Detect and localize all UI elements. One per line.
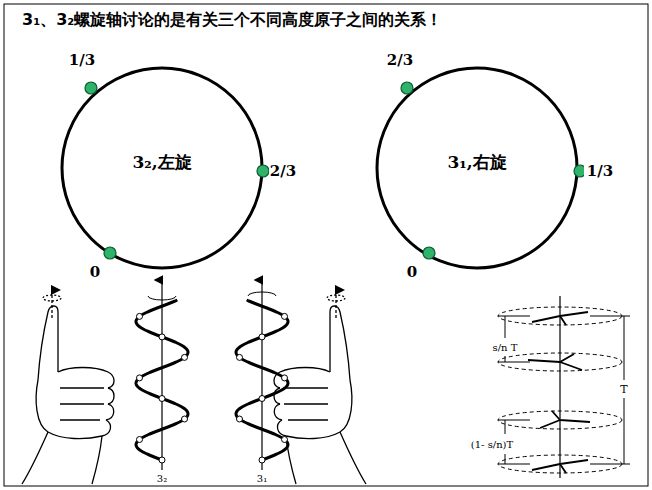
axis xyxy=(161,280,162,470)
atom-dot xyxy=(257,165,269,177)
rotation-arrow xyxy=(148,296,176,300)
atom xyxy=(282,313,288,319)
atom xyxy=(282,375,288,381)
frame xyxy=(4,4,648,486)
atom xyxy=(159,396,165,402)
atom xyxy=(259,457,265,463)
atom-dot xyxy=(423,247,435,259)
atom-dot xyxy=(574,165,584,177)
screw-axis-figure xyxy=(498,296,630,478)
height-label: 2/3 xyxy=(269,162,297,180)
dimension-label: (1- s/n)T xyxy=(470,439,514,450)
height-label: 2/3 xyxy=(386,51,414,69)
atom xyxy=(182,416,188,422)
atom-dot xyxy=(401,82,413,94)
helix xyxy=(136,300,188,460)
atom xyxy=(182,354,188,360)
atom xyxy=(137,313,143,319)
circle-label: 3₂,左旋 xyxy=(132,151,191,174)
atom xyxy=(137,437,143,443)
axis-circle: 3₁,右旋 xyxy=(370,61,584,275)
dimension-label: T xyxy=(619,383,628,396)
atom xyxy=(159,334,165,340)
left-hand xyxy=(22,290,114,484)
title: 3₁、3₂螺旋轴讨论的是有关三个不同高度原子之间的关系！ xyxy=(22,10,442,31)
atom xyxy=(159,457,165,463)
circle-label: 3₁,右旋 xyxy=(447,151,506,174)
rotation-arrow xyxy=(248,292,276,296)
atom xyxy=(237,354,243,360)
height-label: 0 xyxy=(89,263,101,281)
dimension-label: s/n T xyxy=(492,342,519,353)
helix xyxy=(236,300,288,460)
circle xyxy=(377,68,577,268)
height-label: 1/3 xyxy=(586,162,614,180)
height-label: 0 xyxy=(406,263,418,281)
atom xyxy=(137,375,143,381)
atom-dot xyxy=(104,247,116,259)
atom-dot xyxy=(85,82,97,94)
axis-symbol: 3₁ xyxy=(256,473,268,484)
atom xyxy=(259,396,265,402)
axis xyxy=(261,280,262,470)
height-label: 1/3 xyxy=(68,51,96,69)
atom xyxy=(259,334,265,340)
helix-figures xyxy=(136,280,288,470)
atom xyxy=(237,416,243,422)
axis-circle: 3₂,左旋 xyxy=(55,61,269,275)
circle xyxy=(62,68,262,268)
atom xyxy=(282,437,288,443)
axis-symbol: 3₂ xyxy=(156,473,168,484)
